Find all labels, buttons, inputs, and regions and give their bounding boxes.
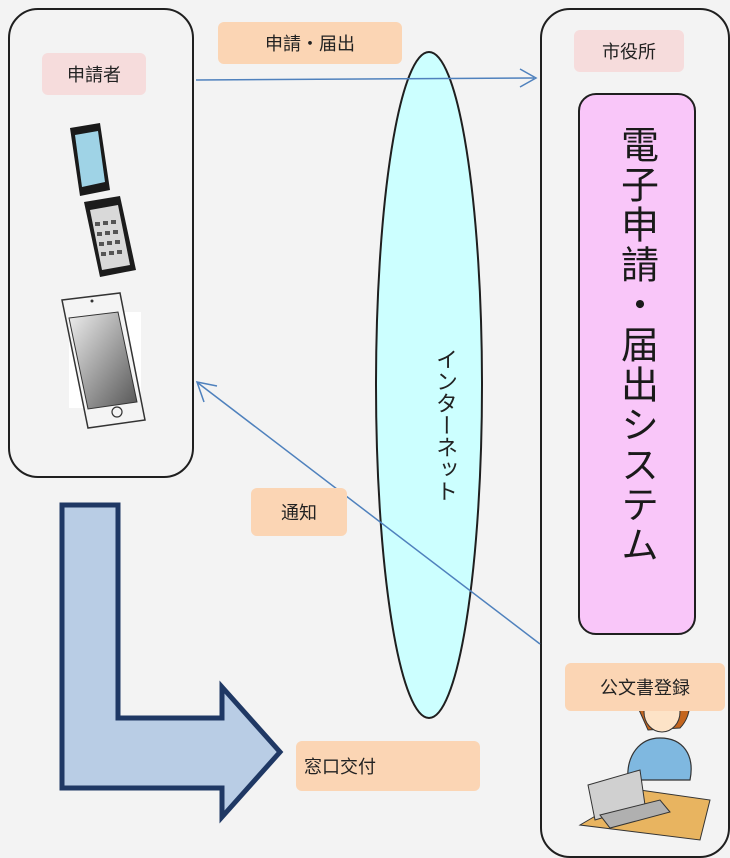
applicant-panel — [8, 8, 194, 478]
smartphone-icon — [61, 292, 146, 429]
records-label: 公文書登録 — [565, 663, 725, 711]
flip-phone-icon — [70, 123, 136, 277]
notify-arrow — [195, 381, 541, 645]
counter-delivery-arrow — [59, 502, 284, 824]
applicant-label: 申請者 — [42, 53, 146, 95]
e-application-system-box: 電子申請・届出システム — [578, 93, 696, 635]
submit-label: 申請・届出 — [218, 22, 402, 64]
submit-arrow — [195, 68, 538, 88]
e-application-system-label: 電子申請・届出システム — [614, 125, 659, 565]
counter-delivery-label: 窓口交付 — [296, 741, 480, 791]
internet-label: インターネット — [432, 348, 457, 502]
notify-label: 通知 — [251, 488, 347, 536]
internet-ellipse — [375, 51, 483, 719]
city-office-label: 市役所 — [574, 30, 684, 72]
